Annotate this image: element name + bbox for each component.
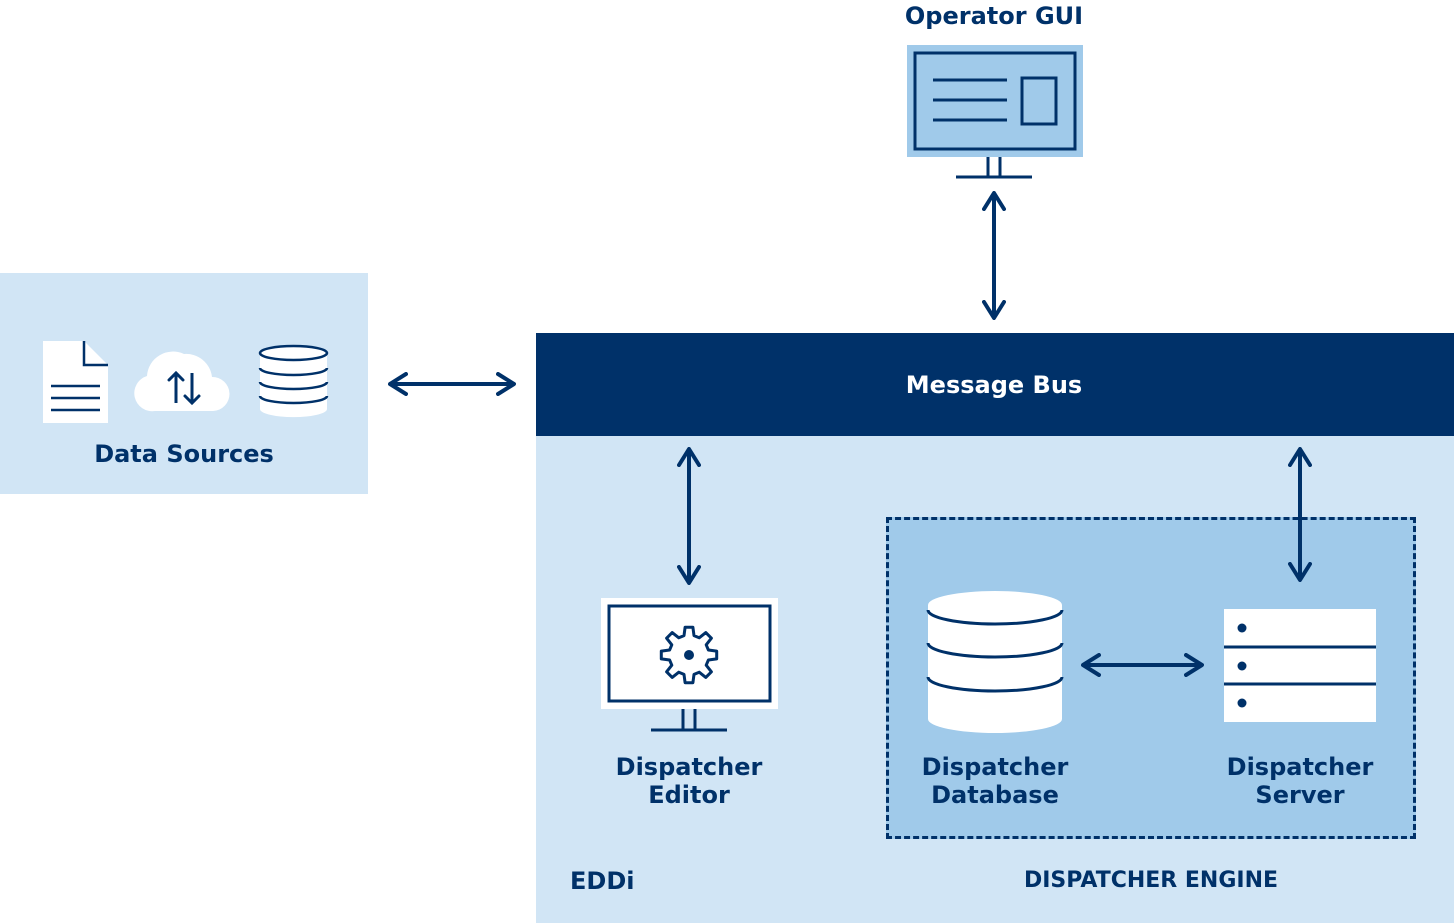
- server-icon: [1224, 609, 1376, 722]
- dispatcher-database-icon: [926, 591, 1064, 733]
- monitor-gear-icon: [601, 598, 778, 732]
- dispatcher-editor-label: Dispatcher Editor: [615, 753, 763, 809]
- database-icon: [258, 344, 329, 418]
- document-icon: [43, 341, 108, 423]
- operator-gui-label: Operator GUI: [904, 2, 1084, 30]
- monitor-document-icon: [907, 45, 1083, 179]
- dispatcher-server-label: Dispatcher Server: [1226, 753, 1374, 809]
- eddi-label: EDDi: [570, 867, 635, 895]
- dispatcher-engine-label: DISPATCHER ENGINE: [1023, 868, 1279, 893]
- cloud-sync-icon: [134, 351, 230, 412]
- data-sources-label: Data Sources: [94, 440, 274, 468]
- message-bus-bar: [536, 333, 1454, 436]
- dispatcher-database-label: Dispatcher Database: [921, 753, 1069, 809]
- gear-icon: [659, 625, 719, 685]
- message-bus-label: Message Bus: [905, 371, 1083, 399]
